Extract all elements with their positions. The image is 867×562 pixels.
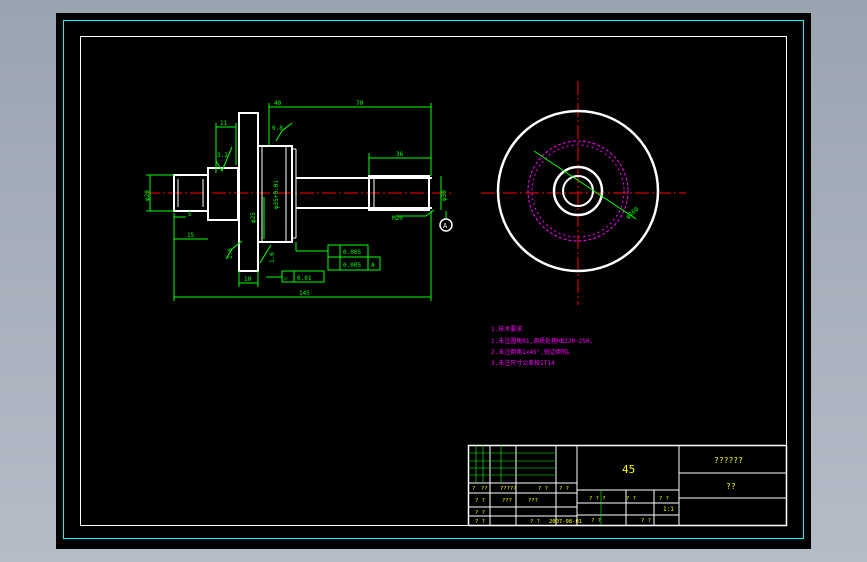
tol-flatness-symbol: ▱ bbox=[284, 275, 288, 282]
dim-0-8: 0.8 bbox=[272, 125, 283, 132]
roughness-1-6: 1.6 bbox=[227, 248, 234, 259]
company-name: ?? bbox=[726, 482, 736, 491]
dim-11: 11 bbox=[220, 120, 228, 127]
tb-cell-r2d: ? ? ? bbox=[589, 496, 606, 502]
dim-36: 36 bbox=[396, 151, 404, 158]
drawing-canvas: 40 70 11 36 3.2 0.8 145 15 5 10 φ20 φ30 … bbox=[63, 20, 804, 539]
technical-notes: 1.技术要求 1.未注圆角R1,调质处理HB220~250。 2.未注倒角1x4… bbox=[491, 325, 596, 367]
tb-cell-r2a: ? ? bbox=[475, 498, 485, 504]
dim-left-diameter: φ20 bbox=[144, 190, 151, 201]
dim-right-diameter: φ30 bbox=[441, 190, 448, 201]
shaft-front-view[interactable] bbox=[146, 112, 451, 272]
shaft-side-view[interactable] bbox=[481, 81, 686, 305]
dim-70: 70 bbox=[356, 100, 364, 107]
dim-145: 145 bbox=[299, 290, 310, 297]
tb-cell-r1c: ????? bbox=[500, 486, 517, 492]
tb-cell-r2b: ??? bbox=[502, 498, 512, 504]
tb-cell-r4b: ? ? bbox=[530, 519, 540, 525]
tb-cell-r1a: ? bbox=[472, 486, 475, 492]
tb-cell-r4e: ? ? bbox=[641, 518, 651, 524]
dim-shoulder-diameter: φ35+0.01 bbox=[273, 180, 280, 209]
tb-cell-r1e: ? ? bbox=[559, 486, 569, 492]
tb-cell-r4c: 2007-08-01 bbox=[549, 519, 582, 525]
dim-10: 10 bbox=[244, 276, 252, 283]
title-block: 45 ?????? ?? 1:1 ? ?? ????? ? ? ? ? ? ? … bbox=[467, 444, 788, 527]
drawing-viewport[interactable]: 40 70 11 36 3.2 0.8 145 15 5 10 φ20 φ30 … bbox=[56, 13, 811, 549]
outer-border bbox=[63, 20, 804, 539]
tb-cell-r3a: ? ? bbox=[475, 510, 485, 516]
note-2: 2.未注倒角1x45°,锐边倒钝。 bbox=[491, 348, 574, 356]
tb-cell-r1b: ?? bbox=[481, 486, 488, 492]
note-1: 1.未注圆角R1,调质处理HB220~250。 bbox=[491, 337, 596, 345]
drawing-name: ?????? bbox=[714, 456, 743, 465]
note-3: 3.未注尺寸公差按IT14 bbox=[491, 359, 555, 367]
roughness-1-6b: 1.6 bbox=[269, 252, 276, 263]
dim-thread-m20: M20 bbox=[392, 215, 403, 222]
scale-value: 1:1 bbox=[663, 506, 674, 513]
tol-1-value: 0.005 bbox=[343, 249, 361, 256]
inner-border bbox=[80, 36, 787, 526]
tb-cell-r1d: ? ? bbox=[538, 486, 548, 492]
tol-2-value: 0.005 bbox=[343, 262, 361, 269]
dim-3-2: 3.2 bbox=[217, 152, 228, 159]
note-title: 1.技术要求 bbox=[491, 325, 522, 333]
tb-cell-r2c: ??? bbox=[528, 498, 538, 504]
material-label: 45 bbox=[622, 463, 635, 476]
tol-flatness-value: 0.01 bbox=[297, 275, 312, 282]
dim-vertical-25: φ25 bbox=[250, 212, 257, 223]
dim-5: 5 bbox=[188, 211, 192, 218]
tb-cell-r4d: ? ? bbox=[591, 518, 601, 524]
tol-datum-ref: A bbox=[371, 262, 375, 269]
tb-cell-r2f: ? ? bbox=[659, 496, 669, 502]
tb-cell-r2e: ? ? bbox=[626, 496, 636, 502]
tb-cell-r4a: ? ? bbox=[475, 519, 485, 525]
front-view-dimensions bbox=[146, 103, 447, 301]
dim-15: 15 bbox=[187, 232, 195, 239]
datum-letter: A bbox=[443, 222, 448, 230]
datum-a-symbol: A bbox=[439, 218, 453, 232]
dim-40: 40 bbox=[274, 100, 282, 107]
